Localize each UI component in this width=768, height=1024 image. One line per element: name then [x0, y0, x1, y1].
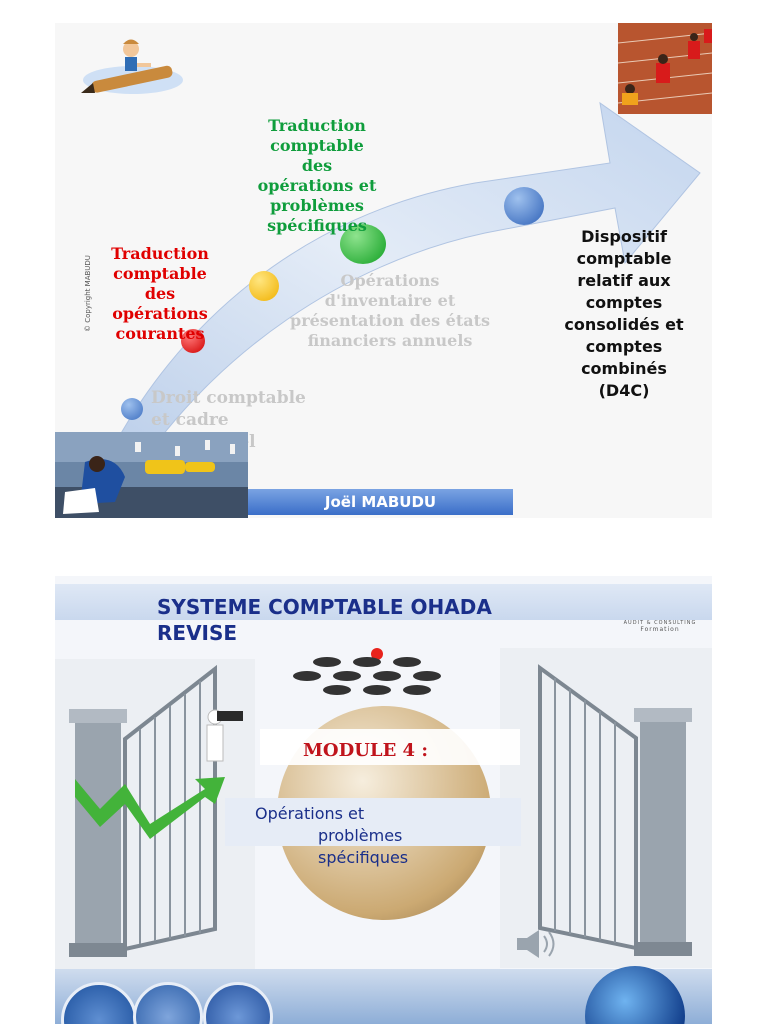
milestone-4-label: Opérations d'inventaire et présentation …: [290, 271, 490, 350]
sprinters-photo: [618, 23, 712, 114]
roadmap-slide: © Copyright MABUDU Droit comptable et ca…: [55, 23, 712, 518]
module-subtitle: Opérations et problèmes spécifiques: [255, 804, 409, 867]
slide-title: SYSTEME COMPTABLE OHADA REVISE: [157, 594, 492, 646]
milestone-5-label: Dispositif comptable relatif aux comptes…: [564, 227, 684, 400]
progress-arrow: [104, 101, 701, 474]
milestone-ball-2: [181, 329, 205, 353]
module-label-box: [260, 729, 520, 765]
module-title-slide: SYSTEME COMPTABLE OHADA REVISE AUDIT & C…: [55, 576, 712, 1024]
milestone-ball-3: [249, 271, 279, 301]
slide-title-line-2: REVISE: [157, 621, 238, 645]
module-subtitle-box: [225, 798, 521, 846]
right-gate-image: [500, 648, 712, 968]
milestone-3-label: Traduction comptable des opérations et p…: [257, 116, 377, 235]
speaker-icon[interactable]: [513, 926, 561, 962]
milestone-2-label: Traduction comptable des opérations cour…: [111, 244, 209, 343]
milestone-ball-5: [504, 187, 544, 225]
slide-title-line-1: SYSTEME COMPTABLE OHADA: [157, 595, 492, 619]
milestone-ball-4: [340, 224, 386, 264]
module-label: MODULE 4 :: [303, 740, 428, 761]
left-gate-image: [55, 659, 255, 969]
copyright-note: © Copyright MABUDU: [84, 255, 92, 332]
author-banner: Joël MABUDU: [248, 489, 513, 515]
pencil-rider-illustration: [81, 39, 183, 94]
title-bar: [55, 584, 712, 620]
milestone-ball-1: [121, 398, 143, 420]
race-start-photo: [55, 432, 248, 518]
company-logo: AUDIT & CONSULTING Formation: [623, 620, 697, 633]
network-logo: [293, 648, 441, 695]
